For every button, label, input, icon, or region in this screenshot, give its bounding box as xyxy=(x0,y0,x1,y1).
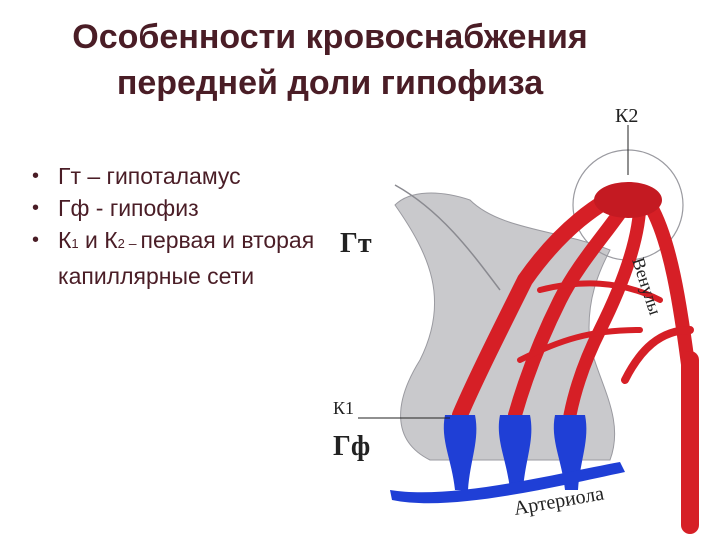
label-venules: Венулы xyxy=(628,255,665,317)
label-gf: Гф xyxy=(333,431,370,462)
legend-item-gf: Гф - гипофиз xyxy=(30,192,315,224)
legend-item-gt: Гт – гипоталамус xyxy=(30,160,315,192)
k2-capillary-core xyxy=(594,182,662,218)
title-line-1: Особенности кровоснабжения xyxy=(0,14,660,60)
label-k1: К1 xyxy=(333,398,354,418)
label-gt: Гт xyxy=(340,228,372,259)
legend-item-k: К1 и К2 – первая и вторая капиллярные се… xyxy=(30,224,315,292)
label-k2: К2 xyxy=(615,105,638,127)
pituitary-blood-supply-diagram: К2 Гт Венулы К1 Гф Артериола xyxy=(300,80,710,540)
legend-list: Гт – гипоталамус Гф - гипофиз К1 и К2 – … xyxy=(30,160,315,292)
